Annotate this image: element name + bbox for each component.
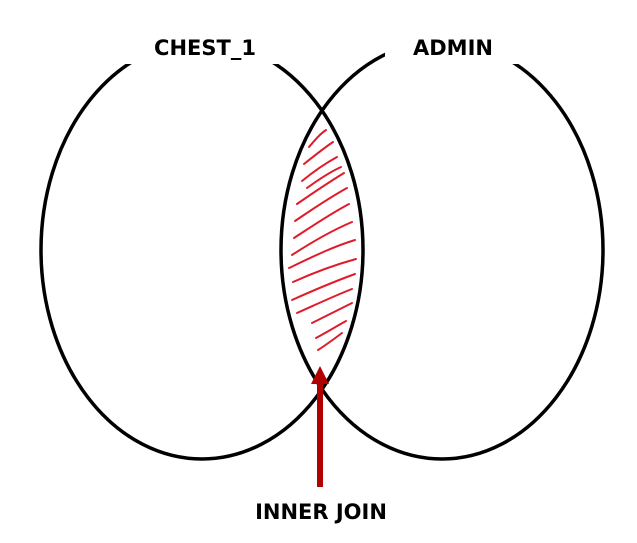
right-label-backdrop — [385, 28, 525, 64]
inner-join-label: INNER JOIN — [255, 500, 387, 524]
left-label-backdrop — [120, 28, 290, 64]
left-set-circle — [39, 39, 365, 461]
inner-join-hatching — [288, 129, 357, 351]
arrow-head — [311, 366, 329, 384]
right-set-label: ADMIN — [413, 36, 493, 60]
inner-join-arrow — [311, 366, 329, 487]
left-set-label: CHEST_1 — [154, 36, 256, 60]
